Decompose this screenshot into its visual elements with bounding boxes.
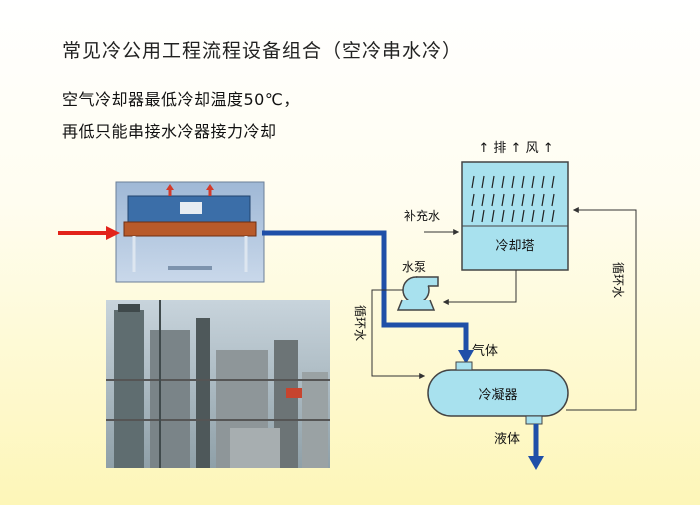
hot-inlet-arrow — [58, 226, 120, 240]
circulating-water-right-label: 循环水 — [611, 262, 625, 298]
condenser-to-tower-line — [566, 207, 637, 411]
centrifugal-pump-icon — [396, 276, 439, 311]
condenser-vessel: 冷凝器 — [427, 361, 569, 425]
condenser-label: 冷凝器 — [478, 387, 517, 403]
refinery-plant-photo — [106, 300, 330, 468]
process-pipe — [262, 230, 474, 364]
pump-label: 水泵 — [402, 260, 426, 274]
tower-to-pump-line — [442, 270, 517, 305]
gas-label: 气体 — [472, 343, 498, 359]
exhaust-label: ↑ 排 ↑ 风 ↑ — [478, 141, 553, 156]
circulating-water-left-label: 循环水 — [353, 305, 367, 341]
liquid-outlet-arrow — [528, 424, 544, 470]
makeup-water-label: 补充水 — [404, 208, 440, 223]
liquid-label: 液体 — [494, 432, 520, 447]
cooling-tower-label: 冷却塔 — [495, 239, 534, 254]
air-cooler-photo — [115, 181, 265, 283]
subtitle-line-2: 再低只能串接水冷器接力冷却 — [62, 122, 277, 141]
page-title: 常见冷公用工程流程设备组合（空冷串水冷） — [62, 40, 463, 62]
subtitle-line-1: 空气冷却器最低冷却温度50℃， — [62, 90, 300, 109]
cooling-tower: 冷却塔 — [461, 161, 569, 271]
pump-to-condenser-line — [371, 289, 426, 379]
